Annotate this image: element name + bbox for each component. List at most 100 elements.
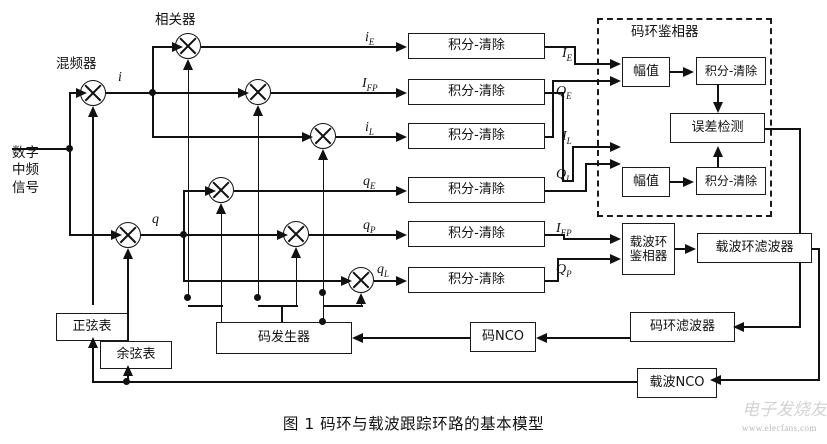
arrow-i-into-prompt-mixer xyxy=(238,87,249,98)
wire-ie-to-int xyxy=(201,46,398,48)
arrow-qe-into-int xyxy=(396,185,407,196)
wire-il-to-int xyxy=(336,136,398,138)
code-generator-block[interactable]: 码发生器 xyxy=(216,322,352,354)
arrow-into-code-loop-filter xyxy=(733,321,744,332)
arrow-cosine-into-q-mixer xyxy=(122,248,133,259)
wire-carrier-disc-out xyxy=(675,248,687,250)
arrow-code-l-into-q-late xyxy=(356,293,366,304)
arrow-into-carrier-nco xyxy=(710,374,721,385)
wire-cosine-to-q-mixer xyxy=(127,257,129,341)
node-code-gen-out xyxy=(319,318,326,325)
correlator-mixer-i-prompt[interactable] xyxy=(245,79,271,105)
wire-carrier-nco-feedback xyxy=(92,381,640,383)
signal-label-IE: IE xyxy=(562,46,573,63)
node-feedback-split xyxy=(123,378,130,385)
integrate-dump-block-q-prompt[interactable]: 积分-清除 xyxy=(408,221,545,247)
arrow-qp-into-carrier xyxy=(610,253,621,264)
wire-q-to-early xyxy=(183,190,207,192)
arrow-into-cosine-table xyxy=(122,365,133,376)
node-code-l-branch xyxy=(319,289,326,296)
input-label-char-6: 号 xyxy=(25,179,40,196)
wire-int5-down xyxy=(563,234,565,238)
integrate-dump-block-i-late[interactable]: 积分-清除 xyxy=(408,123,545,149)
wire-amp2-to-int xyxy=(670,181,684,183)
watermark-logo: 电子发烧友 xyxy=(742,400,827,419)
wire-i-to-prompt xyxy=(152,92,240,94)
wire-int6-to-carrier xyxy=(557,258,612,260)
error-detect-block[interactable]: 误差检测 xyxy=(670,113,765,143)
wire-code-e-q xyxy=(220,212,223,306)
arrow-qp-into-int xyxy=(396,229,407,240)
arrow-into-code-nco xyxy=(536,332,547,343)
amplitude-block-late[interactable]: 幅值 xyxy=(622,167,670,197)
code-nco-block[interactable]: 码NCO xyxy=(470,322,536,352)
wire-i-out xyxy=(106,92,154,94)
wire-int1-to-ie xyxy=(574,63,612,65)
node-code-e-branch xyxy=(184,294,191,301)
node-i-split xyxy=(149,89,156,96)
wire-int3-to-qe xyxy=(552,80,612,82)
input-label-char-1: 数 xyxy=(12,145,26,161)
integrate-dump-block-q-early[interactable]: 积分-清除 xyxy=(408,177,545,203)
wire-int-late-to-err xyxy=(717,155,719,167)
wire-code-e-down xyxy=(220,305,223,323)
wire-input-top xyxy=(12,148,72,150)
wire-code-e-join xyxy=(187,305,223,307)
input-label-char-5: 信 xyxy=(12,179,26,196)
arrow-into-sine-table xyxy=(87,337,98,348)
wire-int6-out xyxy=(545,280,559,282)
integrate-dump-block-disc-early[interactable]: 积分-清除 xyxy=(696,57,766,85)
arrow-q-into-late-mixer xyxy=(341,275,352,286)
input-label-char-4: 频 xyxy=(25,162,40,179)
correlator-mixer-i-late[interactable] xyxy=(310,123,336,149)
cosine-table-block[interactable]: 余弦表 xyxy=(100,341,172,369)
wire-i-to-early xyxy=(152,46,174,48)
carrier-loop-filter-block[interactable]: 载波环滤波器 xyxy=(697,233,812,263)
arrow-ie-into-int xyxy=(396,41,407,52)
arrow-ie-into-amp1 xyxy=(610,58,621,69)
correlator-mixer-q-early[interactable] xyxy=(208,177,234,203)
signal-label-i: i xyxy=(118,70,122,85)
signal-label-QP: QP xyxy=(556,262,572,279)
arrow-code-p-into-q-prompt xyxy=(291,247,301,258)
signal-label-i-fp: IFP xyxy=(362,76,378,93)
wire-code-l-stub xyxy=(322,292,325,306)
arrow-into-i-mixer xyxy=(76,87,87,98)
wire-to-carrier-nco xyxy=(720,379,820,381)
wire-qe-to-int xyxy=(234,190,398,192)
arrow-ifp-into-carrier xyxy=(610,233,621,244)
wire-i-to-late xyxy=(152,136,304,138)
label-mixer: 混频器 xyxy=(56,56,97,72)
integrate-dump-block-i-early[interactable]: 积分-清除 xyxy=(408,33,545,59)
wire-int4-out xyxy=(545,190,587,192)
signal-label-IFP: IFP xyxy=(556,221,572,238)
arrow-il-into-int xyxy=(396,131,407,142)
carrier-nco-block[interactable]: 载波NCO xyxy=(637,368,717,398)
node-q-split xyxy=(180,231,187,238)
arrow-il-into-amp2 xyxy=(610,141,621,152)
signal-label-q-prompt: qP xyxy=(363,218,376,235)
amplitude-block-early[interactable]: 幅值 xyxy=(622,57,670,87)
signal-label-QL: QL xyxy=(556,167,572,184)
wire-sine-to-i-mixer xyxy=(92,115,94,305)
carrier-loop-discriminator-block[interactable]: 载波环 鉴相器 xyxy=(622,223,675,275)
wire-input-down-to-q-mixer xyxy=(69,148,71,236)
watermark-url: www.elecfans.com xyxy=(742,423,817,433)
integrate-dump-block-i-prompt[interactable]: 积分-清除 xyxy=(408,79,545,105)
sine-table-block[interactable]: 正弦表 xyxy=(56,313,128,341)
integrate-dump-block-disc-late[interactable]: 积分-清除 xyxy=(696,167,766,195)
signal-label-q-late: qL xyxy=(377,262,390,279)
code-loop-filter-block[interactable]: 码环滤波器 xyxy=(630,312,735,342)
wire-ql-to-int xyxy=(374,280,398,282)
wire-nco-to-codegen xyxy=(362,337,472,339)
label-code-loop-discriminator: 码环鉴相器 xyxy=(631,24,699,40)
arrow-ql-into-int xyxy=(396,275,407,286)
wire-int6-up xyxy=(557,258,559,280)
wire-codefilter-to-nco xyxy=(546,337,632,339)
wire-int2-out xyxy=(545,92,564,94)
label-correlator: 相关器 xyxy=(155,12,196,28)
arrow-into-carrier-loop-filter xyxy=(685,243,696,254)
signal-label-i-late: iL xyxy=(365,120,374,137)
integrate-dump-block-q-late[interactable]: 积分-清除 xyxy=(408,267,545,293)
